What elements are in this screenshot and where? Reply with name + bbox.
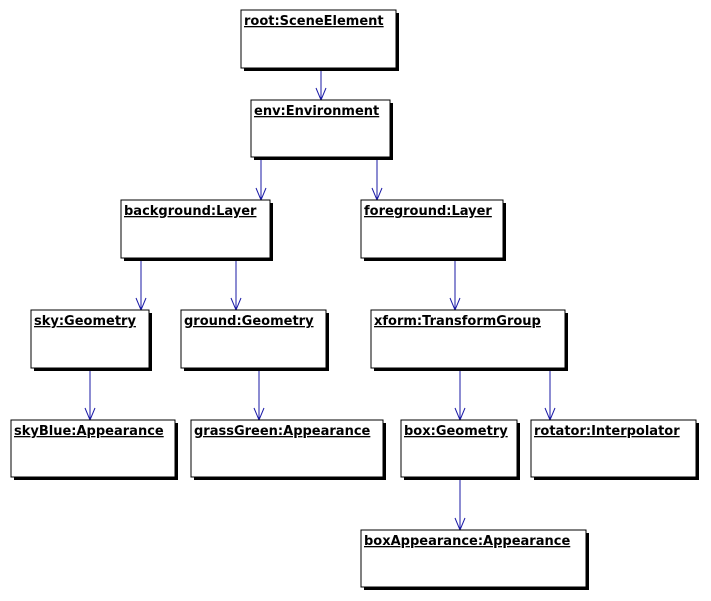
node-box[interactable] — [180, 309, 327, 369]
object-node-box[interactable]: box:Geometry — [400, 419, 520, 480]
edge-ground-grassGreen — [253, 369, 265, 422]
edge-background-sky — [135, 259, 147, 312]
node-box[interactable] — [360, 529, 587, 588]
node-label: sky:Geometry — [34, 314, 136, 329]
node-label: root:SceneElement — [244, 14, 384, 29]
edge-sky-skyBlue — [84, 369, 96, 422]
node-label: background:Layer — [124, 204, 257, 219]
node-box[interactable] — [250, 99, 391, 158]
edge-box-boxAppearance — [454, 478, 466, 532]
object-node-sky[interactable]: sky:Geometry — [30, 309, 152, 371]
edge-root-env — [315, 69, 327, 102]
node-box[interactable] — [370, 309, 566, 369]
node-box[interactable] — [30, 309, 150, 369]
node-label: skyBlue:Appearance — [14, 424, 164, 439]
object-node-root[interactable]: root:SceneElement — [240, 9, 399, 71]
object-node-grassGreen[interactable]: grassGreen:Appearance — [190, 419, 386, 480]
node-box[interactable] — [530, 419, 697, 478]
node-label: boxAppearance:Appearance — [364, 534, 570, 549]
edge-xform-rotator — [544, 369, 556, 422]
edge-xform-box — [454, 369, 466, 422]
edge-env-foreground — [371, 158, 383, 202]
node-box[interactable] — [190, 419, 384, 478]
object-node-boxAppearance[interactable]: boxAppearance:Appearance — [360, 529, 589, 590]
node-label: ground:Geometry — [184, 314, 314, 329]
node-box[interactable] — [400, 419, 518, 478]
edge-background-ground — [230, 259, 242, 312]
object-node-skyBlue[interactable]: skyBlue:Appearance — [10, 419, 178, 480]
node-box[interactable] — [10, 419, 176, 478]
object-node-background[interactable]: background:Layer — [120, 199, 273, 261]
object-node-rotator[interactable]: rotator:Interpolator — [530, 419, 699, 480]
node-label: env:Environment — [254, 104, 379, 119]
node-box[interactable] — [240, 9, 397, 69]
object-node-foreground[interactable]: foreground:Layer — [360, 199, 506, 261]
node-box[interactable] — [120, 199, 271, 259]
node-label: foreground:Layer — [364, 204, 492, 219]
object-node-env[interactable]: env:Environment — [250, 99, 393, 160]
node-label: rotator:Interpolator — [534, 424, 680, 439]
node-label: xform:TransformGroup — [374, 314, 541, 329]
object-node-xform[interactable]: xform:TransformGroup — [370, 309, 568, 371]
node-label: box:Geometry — [404, 424, 508, 439]
node-box[interactable] — [360, 199, 504, 259]
edge-env-background — [255, 158, 267, 202]
node-label: grassGreen:Appearance — [194, 424, 371, 439]
nodes-layer: root:SceneElement env:Environment backgrou… — [10, 9, 699, 590]
edge-foreground-xform — [449, 259, 461, 312]
object-node-ground[interactable]: ground:Geometry — [180, 309, 329, 371]
